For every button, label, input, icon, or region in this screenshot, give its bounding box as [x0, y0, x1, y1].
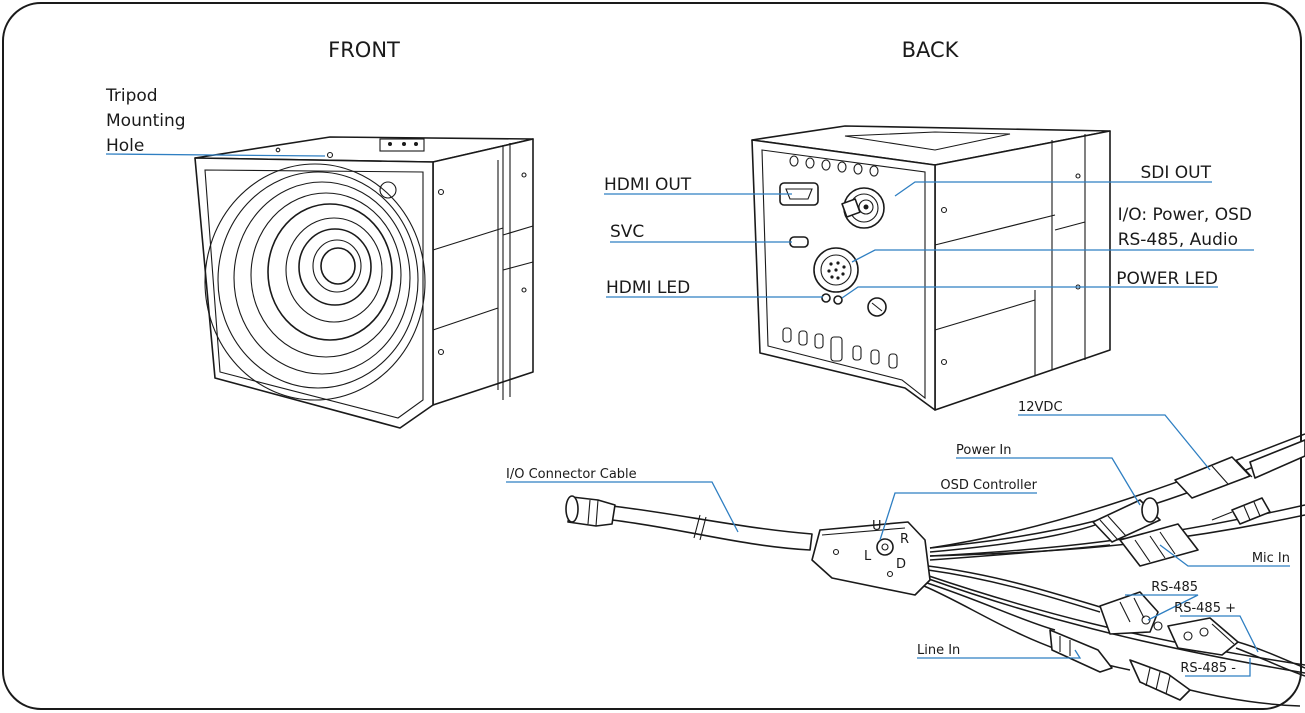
- rs485-minus-leader: [1185, 658, 1251, 677]
- power-led-leader: [841, 286, 1218, 299]
- osd-letter-left: L: [864, 549, 872, 564]
- io-cable-leader: [506, 481, 739, 533]
- v12dc-label: 12VDC: [1018, 400, 1063, 415]
- osd-letter-down: D: [896, 557, 906, 572]
- rs485-label: RS-485: [1151, 580, 1198, 595]
- back-header: BACK: [902, 38, 960, 62]
- osd-controller-leader: [879, 492, 1037, 541]
- rs485-minus-label: RS-485 -: [1180, 661, 1236, 676]
- power-in-label: Power In: [956, 443, 1012, 458]
- sdi-out-leader: [894, 181, 1212, 197]
- io-cable-label: I/O Connector Cable: [506, 467, 637, 482]
- mic-in-leader: [1159, 544, 1290, 567]
- front-camera: [194, 136, 534, 429]
- tripod-label-2: Mounting: [106, 111, 186, 131]
- rs485-plus-label: RS-485 +: [1174, 601, 1236, 616]
- svc-label: SVC: [610, 222, 644, 242]
- osd-controller-label: OSD Controller: [940, 478, 1037, 493]
- osd-letter-right: R: [900, 532, 909, 547]
- power-led-label: POWER LED: [1116, 269, 1218, 289]
- line-in-leader: [917, 649, 1082, 659]
- back-camera: [751, 125, 1111, 411]
- sdi-out-label: SDI OUT: [1140, 163, 1211, 183]
- osd-letter-up: U: [872, 519, 882, 534]
- front-header: FRONT: [328, 38, 400, 62]
- line-in-label: Line In: [917, 643, 960, 658]
- io-leader: [851, 249, 1254, 263]
- io-label-1: I/O: Power, OSD: [1118, 205, 1252, 225]
- mic-in-label: Mic In: [1252, 551, 1290, 566]
- rs485-leader: [1125, 594, 1199, 621]
- v12dc-leader: [1018, 414, 1211, 471]
- tripod-label-1: Tripod: [105, 86, 158, 106]
- io-label-2: RS-485, Audio: [1118, 230, 1238, 250]
- hdmi-out-label: HDMI OUT: [604, 175, 692, 195]
- power-in-leader: [956, 457, 1141, 506]
- io-cable-assembly: U D L R: [565, 433, 1305, 707]
- tripod-leader-line: [105, 153, 326, 157]
- hdmi-led-label: HDMI LED: [606, 278, 690, 298]
- tripod-label-3: Hole: [106, 136, 144, 156]
- rs485-plus-leader: [1180, 615, 1259, 653]
